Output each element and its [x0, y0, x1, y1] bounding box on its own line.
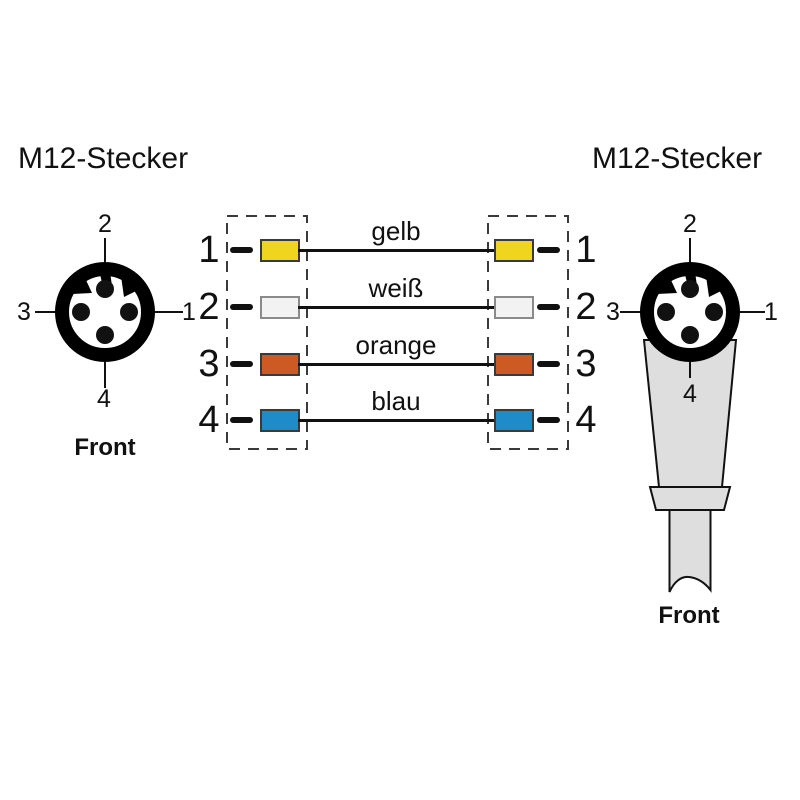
right-pin-label-4: 4 [683, 380, 697, 408]
wire-terminal-left [260, 296, 300, 319]
pin-dot-right [120, 303, 138, 321]
pin-dot-bottom [681, 326, 699, 344]
keying-tab-upper-left [72, 278, 92, 294]
right-connector-face [620, 238, 765, 378]
wire-stub-right [537, 304, 560, 310]
connector-cable [668, 509, 712, 593]
wire-terminal-right [494, 239, 534, 262]
left-pin-label-1: 1 [182, 298, 196, 326]
pin-dot-left [657, 303, 675, 321]
pin-dot-top [681, 280, 699, 298]
left-connector-face [35, 238, 183, 388]
keying-tab-upper-right [121, 276, 138, 297]
wire-terminal-left [260, 353, 300, 376]
wire-color-label: weiß [368, 273, 424, 303]
left-connector-title: M12-Stecker [18, 142, 189, 175]
pin-dot-top [96, 280, 114, 298]
wire-stub-right [537, 247, 560, 253]
wire-line [298, 249, 496, 252]
connector-body-collar [648, 486, 732, 511]
right-connector-body [642, 339, 738, 593]
left-terminal-dashed-box [226, 215, 308, 450]
left-pin-label-3: 3 [17, 298, 31, 326]
wire-stub-right [537, 417, 560, 423]
wire-stub-right [537, 361, 560, 367]
wire-pin-number-left: 4 [198, 399, 220, 441]
wire-stub-left [230, 304, 253, 310]
wire-pin-number-left: 1 [198, 229, 220, 271]
wire-terminal-left [260, 239, 300, 262]
pin-dot-left [72, 303, 90, 321]
wire-line [298, 419, 496, 422]
wire-line [298, 306, 496, 309]
right-pin-label-1: 1 [764, 298, 778, 326]
terminal-dashed-boxes [226, 215, 569, 450]
keying-tab-upper-left [657, 278, 677, 294]
wire-terminal-right [494, 353, 534, 376]
wire-stub-left [230, 417, 253, 423]
left-pin-label-4: 4 [97, 385, 111, 413]
right-terminal-dashed-box [487, 215, 569, 450]
wire-stub-left [230, 247, 253, 253]
wire-pin-number-right: 1 [575, 229, 597, 271]
wire-pin-number-left: 2 [198, 286, 220, 328]
pin-dot-bottom [96, 326, 114, 344]
wire-stub-left [230, 361, 253, 367]
wire-color-label: orange [355, 330, 437, 360]
pin-dot-right [705, 303, 723, 321]
keying-tab-upper-right [706, 276, 723, 297]
wire-color-label: blau [371, 386, 421, 416]
wire-pin-number-right: 4 [575, 399, 597, 441]
right-pin-label-3: 3 [606, 298, 620, 326]
wire-pin-number-right: 3 [575, 343, 597, 385]
wire-terminal-left [260, 409, 300, 432]
wire-line [298, 363, 496, 366]
wire-terminal-right [494, 409, 534, 432]
left-pin-label-2: 2 [98, 210, 112, 238]
wire-pin-number-left: 3 [198, 343, 220, 385]
left-front-label: Front [74, 434, 136, 461]
right-connector-title: M12-Stecker [592, 142, 763, 175]
wire-terminal-right [494, 296, 534, 319]
wire-pin-number-right: 2 [575, 286, 597, 328]
wire-color-label: gelb [371, 216, 421, 246]
right-front-label: Front [658, 602, 720, 629]
right-pin-label-2: 2 [683, 210, 697, 238]
